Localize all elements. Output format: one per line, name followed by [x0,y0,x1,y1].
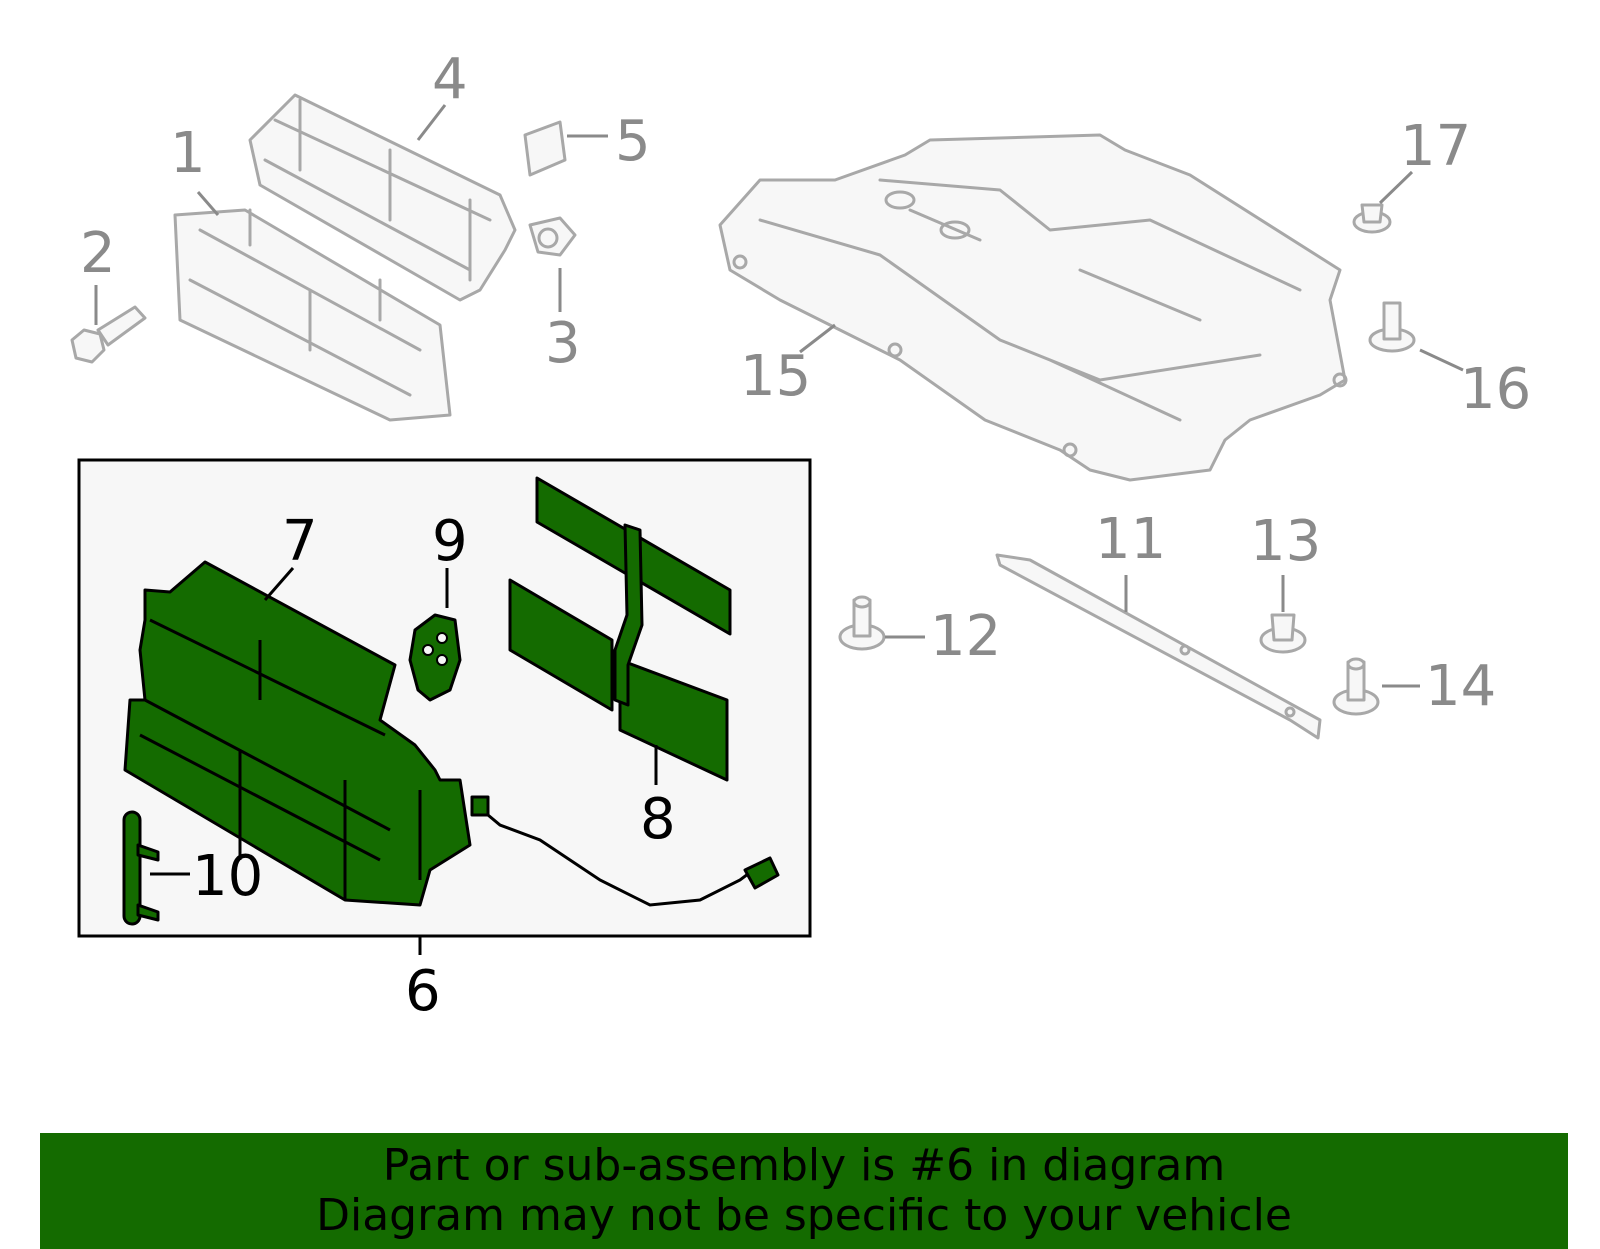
callout-17: 17 [1400,114,1471,179]
callout-11: 11 [1095,507,1166,572]
leader-17 [1378,170,1414,205]
part-5-pad [523,120,567,177]
callout-9: 9 [432,509,468,574]
part-17-clip [1352,203,1392,234]
part-3-clip [528,216,577,257]
callout-12: 12 [930,604,1001,669]
part-16-stud [1368,301,1416,353]
info-banner: Part or sub-assembly is #6 in diagram Di… [40,1133,1568,1249]
callout-3: 3 [545,311,581,376]
callout-8: 8 [640,787,676,852]
wiring-harness [470,795,780,907]
part-4-deflector [248,93,517,302]
callout-1: 1 [170,121,206,186]
part-15-shield [718,133,1348,482]
callout-16: 16 [1460,357,1531,422]
callout-10: 10 [192,844,263,909]
leader-1 [196,191,220,216]
callout-13: 13 [1250,509,1321,574]
callout-5: 5 [615,109,651,174]
leader-15 [799,323,836,354]
part-14-screw [1332,657,1380,716]
leader-4 [416,104,447,141]
part-2-bolt [70,305,147,364]
callout-14: 14 [1425,654,1496,719]
banner-line-1: Part or sub-assembly is #6 in diagram [382,1140,1226,1191]
part-1-frame [173,208,452,422]
banner-line-2: Diagram may not be specific to your vehi… [316,1190,1292,1241]
callout-6: 6 [405,959,441,1024]
part-10-bracket [122,810,160,926]
leader-7 [263,567,295,601]
callout-4: 4 [432,47,468,112]
part-12-screw [838,595,886,651]
callout-7: 7 [282,509,318,574]
part-13-clip [1259,613,1307,654]
part-8-vanes [508,476,732,782]
leader-16 [1419,348,1464,372]
part-7-shutter-housing [123,560,472,907]
part-9-actuator [408,613,462,702]
callout-15: 15 [740,344,811,409]
part-11-bracket [995,553,1322,740]
callout-2: 2 [80,221,116,286]
